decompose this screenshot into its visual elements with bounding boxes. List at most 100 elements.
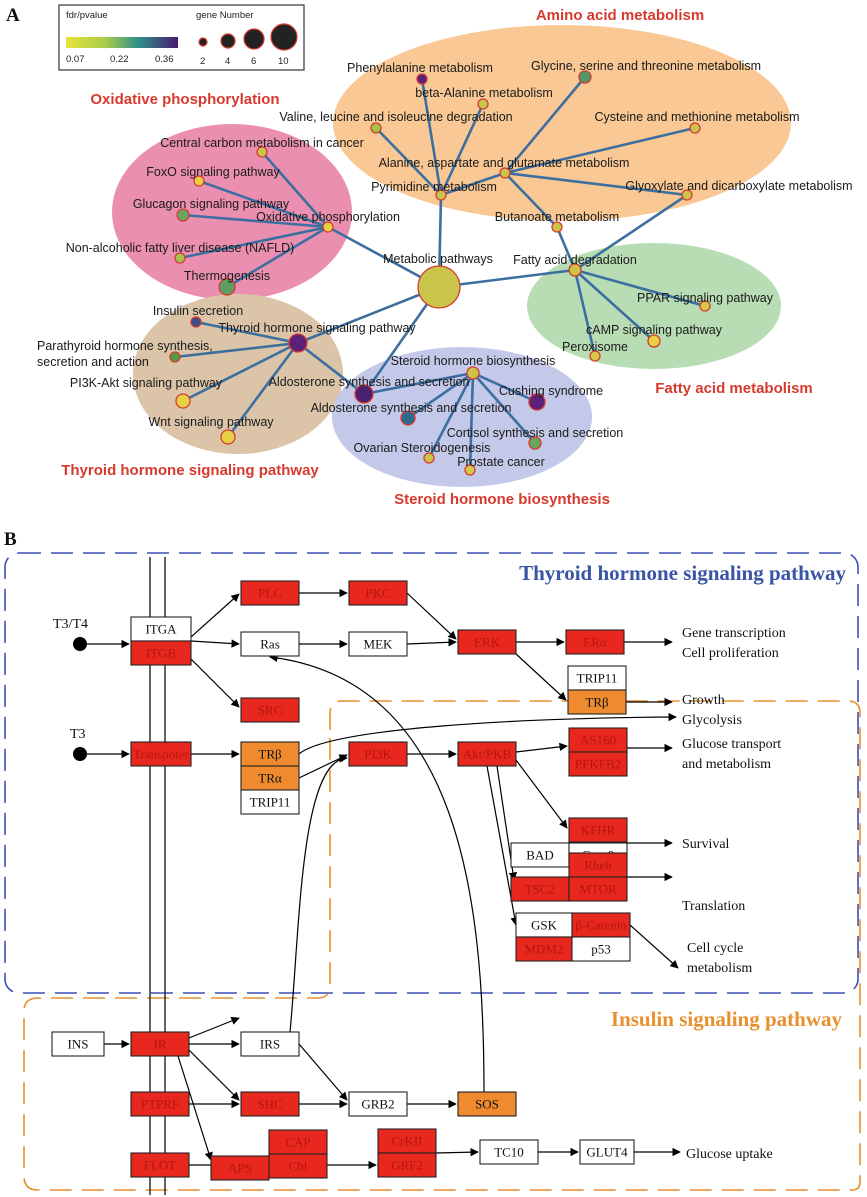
arrow-irs-to-pi3k [289, 754, 348, 1033]
box-tsc2[interactable]: TSC2 [510, 876, 570, 902]
node-label-bala: beta-Alanine metabolism [415, 86, 553, 100]
box-rheb[interactable]: Rheb [568, 852, 628, 878]
node-label-cortisol: Cortisol synthesis and secretion [447, 426, 624, 440]
node-steroid[interactable] [466, 366, 480, 380]
box-crkii[interactable]: CrKII [377, 1128, 437, 1154]
box-pkc-rect [348, 580, 408, 606]
node-foxo[interactable] [193, 175, 205, 187]
node-label-cys: Cysteine and methionine metabolism [595, 110, 800, 124]
box-rheb-rect [568, 852, 628, 878]
box-as160[interactable]: AS160 [568, 727, 628, 753]
box-plc[interactable]: PLC [240, 580, 300, 606]
node-pyr[interactable] [435, 189, 447, 201]
box-trip11b[interactable]: TRIP11 [240, 789, 300, 815]
box-kfhr[interactable]: KFHR [568, 817, 628, 843]
node-pi3k[interactable] [175, 393, 191, 409]
box-trip11a[interactable]: TRIP11 [567, 665, 627, 691]
node-cys[interactable] [689, 122, 701, 134]
box-irs[interactable]: IRS [240, 1031, 300, 1057]
box-src[interactable]: SRC [240, 697, 300, 723]
box-grb2[interactable]: GRB2 [348, 1091, 408, 1117]
box-pkc[interactable]: PKC [348, 580, 408, 606]
node-glyox[interactable] [681, 189, 693, 201]
box-ptprf[interactable]: PTPRF [130, 1091, 190, 1117]
box-itga[interactable]: ITGA [130, 616, 192, 642]
box-tc10[interactable]: TC10 [479, 1139, 539, 1165]
box-rheb-label: Rheb [584, 858, 611, 873]
node-insec[interactable] [190, 316, 202, 328]
box-mek[interactable]: MEK [348, 631, 408, 657]
box-itgb[interactable]: ITGB [130, 640, 192, 666]
node-thermo[interactable] [218, 278, 236, 296]
box-pfkfb2[interactable]: PFKFB2 [568, 751, 628, 777]
box-ins-label: INS [68, 1037, 89, 1052]
box-aps[interactable]: APS [210, 1155, 270, 1181]
box-tra[interactable]: TRα [240, 765, 300, 791]
node-cushing[interactable] [528, 393, 546, 411]
box-mdm2[interactable]: MDM2 [515, 936, 573, 962]
box-akt[interactable]: Akt/PKB [457, 741, 517, 767]
node-pth[interactable] [169, 351, 181, 363]
node-oxphos[interactable] [322, 221, 334, 233]
box-flot[interactable]: FLOT [130, 1152, 190, 1178]
node-ppar[interactable] [699, 300, 711, 312]
node-nafld[interactable] [174, 252, 186, 264]
node-aldo2[interactable] [400, 410, 416, 426]
box-mtor[interactable]: MTOR [568, 876, 628, 902]
box-shc[interactable]: SHC [240, 1091, 300, 1117]
node-ovarian[interactable] [423, 452, 435, 464]
edge-thyroid-insec [195, 320, 299, 345]
node-ccm[interactable] [256, 146, 268, 158]
box-bad-rect [510, 842, 570, 868]
box-trb2[interactable]: TRβ [240, 741, 300, 767]
box-ras[interactable]: Ras [240, 631, 300, 657]
box-gsk-label: GSK [531, 918, 558, 933]
box-ras-label: Ras [260, 637, 280, 652]
edge-fad-ppar [574, 268, 706, 308]
legend-size-tick-3: 10 [278, 56, 289, 67]
box-bad[interactable]: BAD [510, 842, 570, 868]
box-p53[interactable]: p53 [571, 936, 631, 962]
box-cbl[interactable]: Cbl [268, 1153, 328, 1179]
node-cortisol[interactable] [528, 436, 542, 450]
node-wnt[interactable] [220, 429, 236, 445]
node-camp[interactable] [647, 334, 661, 348]
node-prostate[interactable] [464, 464, 476, 476]
box-gsk[interactable]: GSK [515, 912, 573, 938]
node-label-insec: Insulin secretion [153, 304, 243, 318]
box-sos[interactable]: SOS [457, 1091, 517, 1117]
box-cbl-rect [268, 1153, 328, 1179]
node-metabolic[interactable] [417, 265, 461, 309]
edge-oxphos-ccm [261, 151, 329, 228]
node-thyroid[interactable] [288, 333, 308, 353]
box-bcat[interactable]: β-Catenin [571, 912, 631, 938]
node-fad[interactable] [568, 263, 582, 277]
box-plc-label: PLC [258, 586, 282, 601]
box-ir[interactable]: IR [130, 1031, 190, 1057]
box-trb1[interactable]: TRβ [567, 689, 627, 715]
node-aldo1[interactable] [354, 384, 374, 404]
box-ins[interactable]: INS [51, 1031, 105, 1057]
box-pi3k[interactable]: PI3K [348, 741, 408, 767]
node-gly[interactable] [578, 70, 592, 84]
box-erk[interactable]: ERK [457, 629, 517, 655]
node-ala[interactable] [499, 167, 511, 179]
node-val[interactable] [370, 122, 382, 134]
box-grf2[interactable]: GRF2 [377, 1152, 437, 1178]
legend: fdr/pvalue 0.07 0.22 0.36 gene Number 2 … [58, 4, 305, 71]
node-phe[interactable] [416, 73, 428, 85]
box-era[interactable]: ERα [565, 629, 625, 655]
node-label-ppar: PPAR signaling pathway [637, 291, 774, 305]
box-kfhr-label: KFHR [581, 823, 616, 838]
box-cap[interactable]: CAP [268, 1129, 328, 1155]
box-glut4[interactable]: GLUT4 [579, 1139, 635, 1165]
node-but[interactable] [551, 221, 563, 233]
node-perox[interactable] [589, 350, 601, 362]
arrow-ir-to-irs-top [188, 1016, 240, 1039]
node-glucagon[interactable] [176, 208, 190, 222]
node-bala[interactable] [477, 98, 489, 110]
box-transp[interactable]: Transpoter [130, 741, 192, 767]
